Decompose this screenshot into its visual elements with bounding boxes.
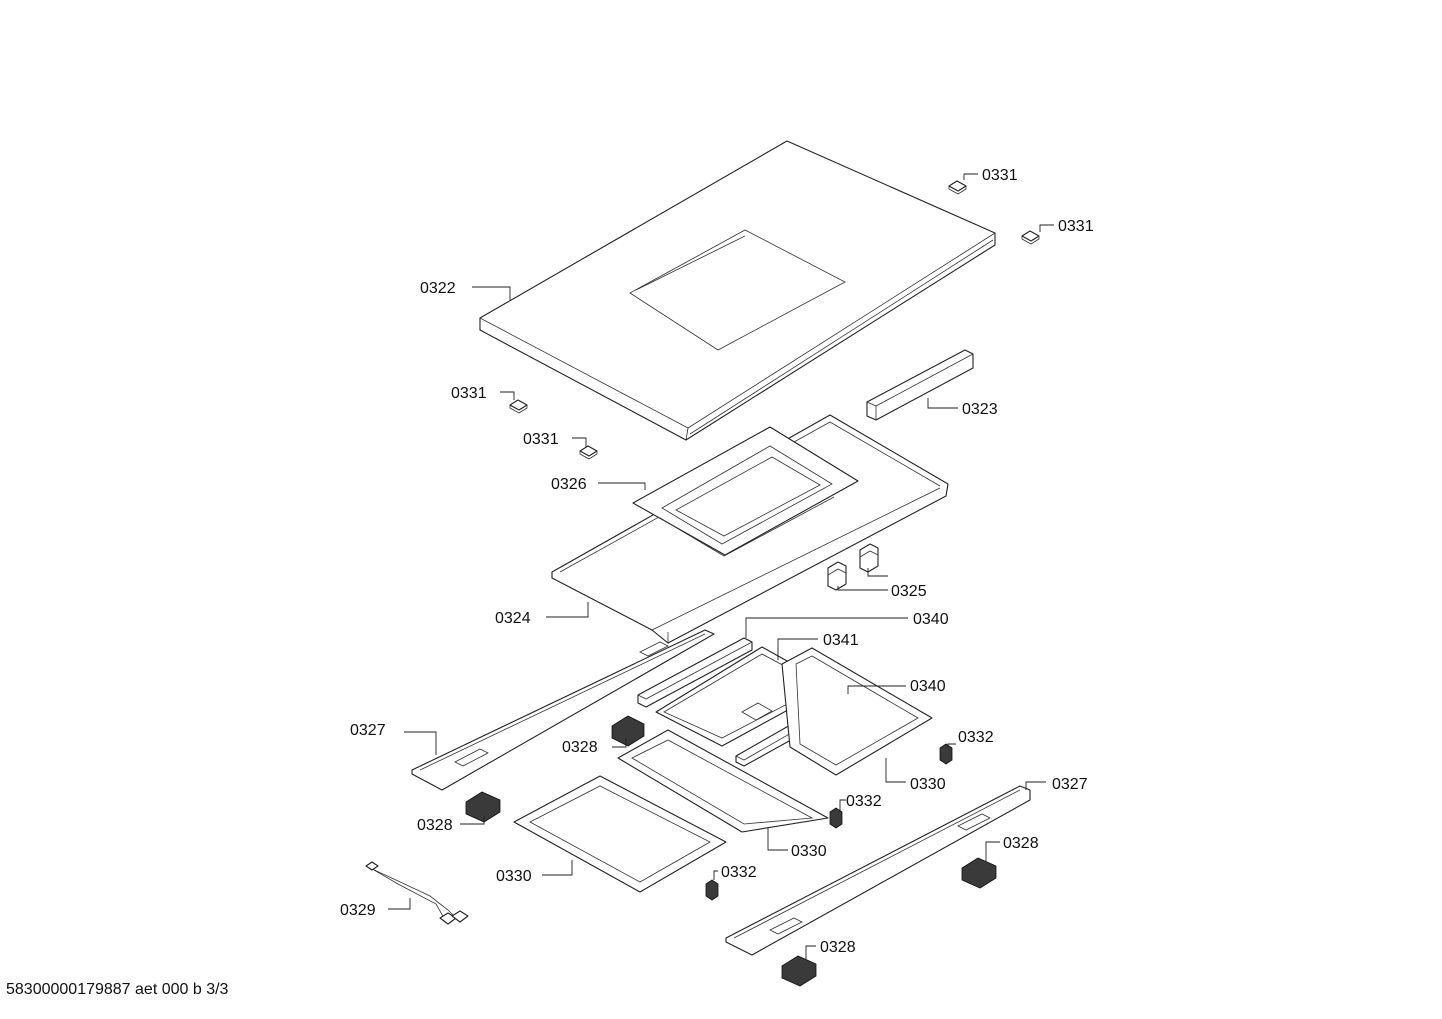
label-0341: 0341 bbox=[823, 632, 859, 649]
label-0328-d: 0328 bbox=[820, 939, 856, 956]
label-0332-a: 0332 bbox=[958, 729, 994, 746]
part-0325-bracket-b bbox=[859, 543, 879, 573]
label-0332-c: 0332 bbox=[721, 864, 757, 881]
part-0331-pad-d bbox=[579, 445, 598, 460]
label-0322: 0322 bbox=[420, 280, 456, 297]
part-0332-clip-c bbox=[705, 879, 719, 901]
part-0330-rack-lower bbox=[513, 775, 727, 893]
label-0332-b: 0332 bbox=[846, 793, 882, 810]
label-0340-a: 0340 bbox=[913, 611, 949, 628]
label-0324: 0324 bbox=[495, 610, 531, 627]
part-0323-rail bbox=[866, 349, 974, 421]
part-0340-strip-upper bbox=[637, 637, 753, 708]
label-0331-b: 0331 bbox=[1058, 218, 1094, 235]
part-0330-rack-middle bbox=[617, 729, 829, 833]
label-0327-b: 0327 bbox=[1052, 776, 1088, 793]
label-0325: 0325 bbox=[891, 583, 927, 600]
label-0328-c: 0328 bbox=[1003, 835, 1039, 852]
label-0331-d: 0331 bbox=[523, 431, 559, 448]
part-0327-side-rail-right bbox=[725, 785, 1031, 956]
label-0330-c: 0330 bbox=[496, 868, 532, 885]
leader-lines bbox=[388, 173, 1054, 960]
part-0326-frame bbox=[632, 426, 859, 557]
part-0328-clip-d bbox=[781, 955, 817, 987]
label-0331-a: 0331 bbox=[982, 167, 1018, 184]
part-0325-bracket-a bbox=[827, 561, 847, 591]
part-0332-clip-a bbox=[939, 743, 953, 765]
part-0322-top-cover bbox=[479, 140, 996, 441]
part-0328-clip-a bbox=[611, 715, 645, 747]
part-0329-wire-harness bbox=[365, 861, 469, 925]
part-0327-side-rail-left bbox=[411, 629, 715, 791]
label-0328-b: 0328 bbox=[417, 817, 453, 834]
label-0323: 0323 bbox=[962, 401, 998, 418]
label-0327-a: 0327 bbox=[350, 722, 386, 739]
label-0340-b: 0340 bbox=[910, 678, 946, 695]
part-0332-clip-b bbox=[829, 807, 843, 829]
label-0331-c: 0331 bbox=[451, 385, 487, 402]
part-0328-clip-b bbox=[465, 791, 501, 823]
label-0326: 0326 bbox=[551, 476, 587, 493]
document-id-footer: 58300000179887 aet 000 b 3/3 bbox=[6, 981, 229, 998]
label-0328-a: 0328 bbox=[562, 739, 598, 756]
part-0331-pad-c bbox=[509, 399, 528, 414]
part-0328-clip-c bbox=[961, 857, 997, 889]
part-0331-pad-a bbox=[948, 180, 967, 195]
part-0330-rack-right bbox=[781, 647, 933, 776]
part-0331-pad-b bbox=[1021, 230, 1040, 245]
label-0329: 0329 bbox=[340, 902, 376, 919]
label-0330-b: 0330 bbox=[791, 843, 827, 860]
label-0330-a: 0330 bbox=[910, 776, 946, 793]
